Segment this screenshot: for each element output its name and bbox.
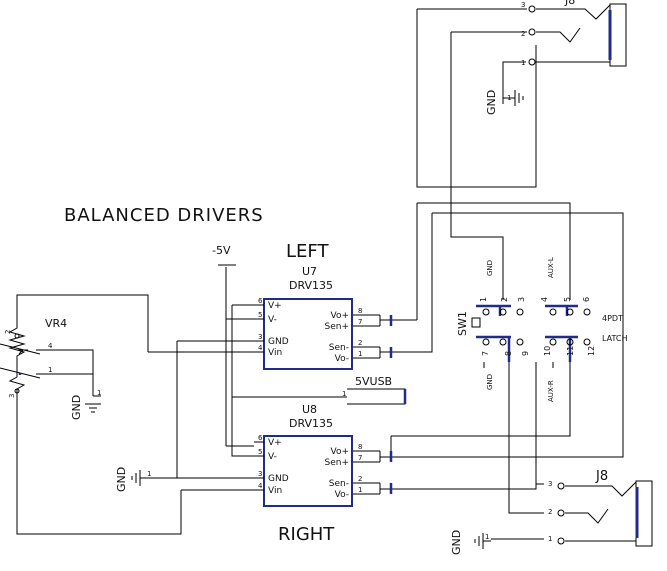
u7-pin-num: 8	[358, 307, 362, 315]
u8-pin-name: Sen-	[329, 479, 349, 489]
u8-pin-num: 3	[258, 470, 262, 478]
sw1-top-pin: 5	[563, 297, 572, 302]
u7-part: DRV135	[289, 279, 333, 292]
sw1-bottom-pin: 11	[566, 346, 575, 356]
sw1-net-auxl: AUX-L	[547, 257, 555, 278]
jack-top-pin: 1	[521, 59, 525, 67]
u7-pin-name: Sen+	[325, 322, 350, 332]
u7-pin-name: Vo-	[335, 354, 349, 364]
u7-pin-num: 7	[358, 318, 362, 326]
u8-side-label: RIGHT	[278, 524, 335, 545]
jack-j8-pin: 1	[548, 535, 552, 543]
sw1-top-pin: 6	[582, 297, 591, 302]
ground-symbols	[85, 90, 524, 549]
u7-pin-name: Sen-	[329, 343, 349, 353]
u8-pin-num: 1	[358, 486, 362, 494]
sw1-net-auxr: AUX-R	[547, 380, 555, 402]
vr4-pin: 2	[4, 330, 12, 334]
u7-pin-num: 1	[358, 350, 362, 358]
gnd-pin: 1	[507, 94, 511, 102]
u8-pin-name: Sen+	[325, 458, 350, 468]
u8-pin-num: 2	[358, 475, 362, 483]
gnd-label: GND	[70, 395, 83, 420]
u7-pin-name: V-	[268, 315, 277, 325]
u8-pin-num: 7	[358, 454, 362, 462]
sw1-ref: SW1	[456, 311, 469, 336]
sw1-top-pin: 2	[500, 297, 509, 302]
gnd-pin: 1	[147, 470, 151, 478]
u8-body	[263, 435, 353, 507]
sw1-bottom-pin: 7	[481, 351, 490, 356]
u7-ref: U7	[302, 265, 317, 278]
sw1-bottom-pin: 9	[521, 351, 530, 356]
u7-body	[263, 298, 353, 370]
usb-label: 5VUSB	[355, 375, 392, 388]
wires	[16, 8, 624, 540]
sw1-top-pin: 4	[540, 297, 549, 302]
gnd-label: GND	[485, 90, 498, 115]
jack-top	[528, 3, 627, 67]
u8-pin-num: 4	[258, 482, 263, 490]
u8-pin-num: 8	[358, 443, 362, 451]
u7-pin-num: 2	[358, 339, 362, 347]
sw1-desc: LATCH	[602, 334, 628, 343]
vr4-pin: 1	[48, 366, 52, 374]
u7-pin-name: Vo+	[330, 311, 349, 321]
sw1-top-pin: 1	[479, 297, 488, 302]
jack-top-ref: J8	[564, 0, 575, 7]
u7-pin-num: 3	[258, 333, 262, 341]
u8-pin-num: 6	[258, 434, 263, 442]
jack-j8-pin: 3	[548, 480, 552, 488]
sw1-net-gnd: GND	[486, 260, 494, 276]
vr4-pin: 3	[8, 394, 16, 398]
switch-contact-bars	[18, 304, 578, 494]
u8-pin-num: 5	[258, 448, 262, 456]
usb-pin: 1	[342, 390, 346, 398]
sw1-bottom-pin: 12	[587, 346, 596, 356]
u8-pin-name: Vo+	[330, 447, 349, 457]
u8-pin-name: V+	[268, 438, 282, 448]
sw1-bottom-pin: 10	[543, 346, 552, 356]
u8-pin-name: Vin	[268, 486, 282, 496]
jack-top-pin: 2	[521, 30, 525, 38]
gnd-label: GND	[450, 530, 463, 555]
vr4-pin: 4	[48, 342, 53, 350]
jack-j8-pin: 2	[548, 508, 552, 516]
sw1-net-gnd: GND	[486, 374, 494, 390]
switch-body	[471, 308, 591, 346]
neg5v-label: -5V	[212, 244, 231, 257]
sw1-top-pin: 3	[517, 297, 526, 302]
vr4-ref: VR4	[45, 317, 67, 330]
u7-pin-name: Vin	[268, 348, 282, 358]
u8-ref: U8	[302, 403, 317, 416]
ic-pin-stubs	[254, 304, 264, 491]
jack-j8	[557, 480, 653, 547]
u8-pin-name: GND	[268, 474, 289, 484]
u7-side-label: LEFT	[286, 241, 329, 262]
u8-part: DRV135	[289, 417, 333, 430]
u7-pin-num: 5	[258, 311, 262, 319]
u7-pin-num: 4	[258, 344, 263, 352]
gnd-pin: 1	[485, 533, 489, 541]
u7-pin-name: V+	[268, 301, 282, 311]
jack-top-pin: 3	[521, 1, 525, 9]
sw1-desc: 4PDT	[602, 314, 623, 323]
gnd-pin: 1	[97, 389, 101, 397]
potentiometer-vr4	[0, 300, 41, 395]
u7-pin-name: GND	[268, 337, 289, 347]
u8-pin-name: V-	[268, 452, 277, 462]
diagram-title: BALANCED DRIVERS	[64, 205, 264, 226]
u8-pin-name: Vo-	[335, 490, 349, 500]
usb-port-symbol	[347, 388, 406, 405]
u7-pin-num: 6	[258, 297, 263, 305]
jack-j8-ref: J8	[595, 469, 608, 484]
gnd-label: GND	[115, 467, 128, 492]
sw1-bottom-pin: 8	[504, 351, 513, 356]
